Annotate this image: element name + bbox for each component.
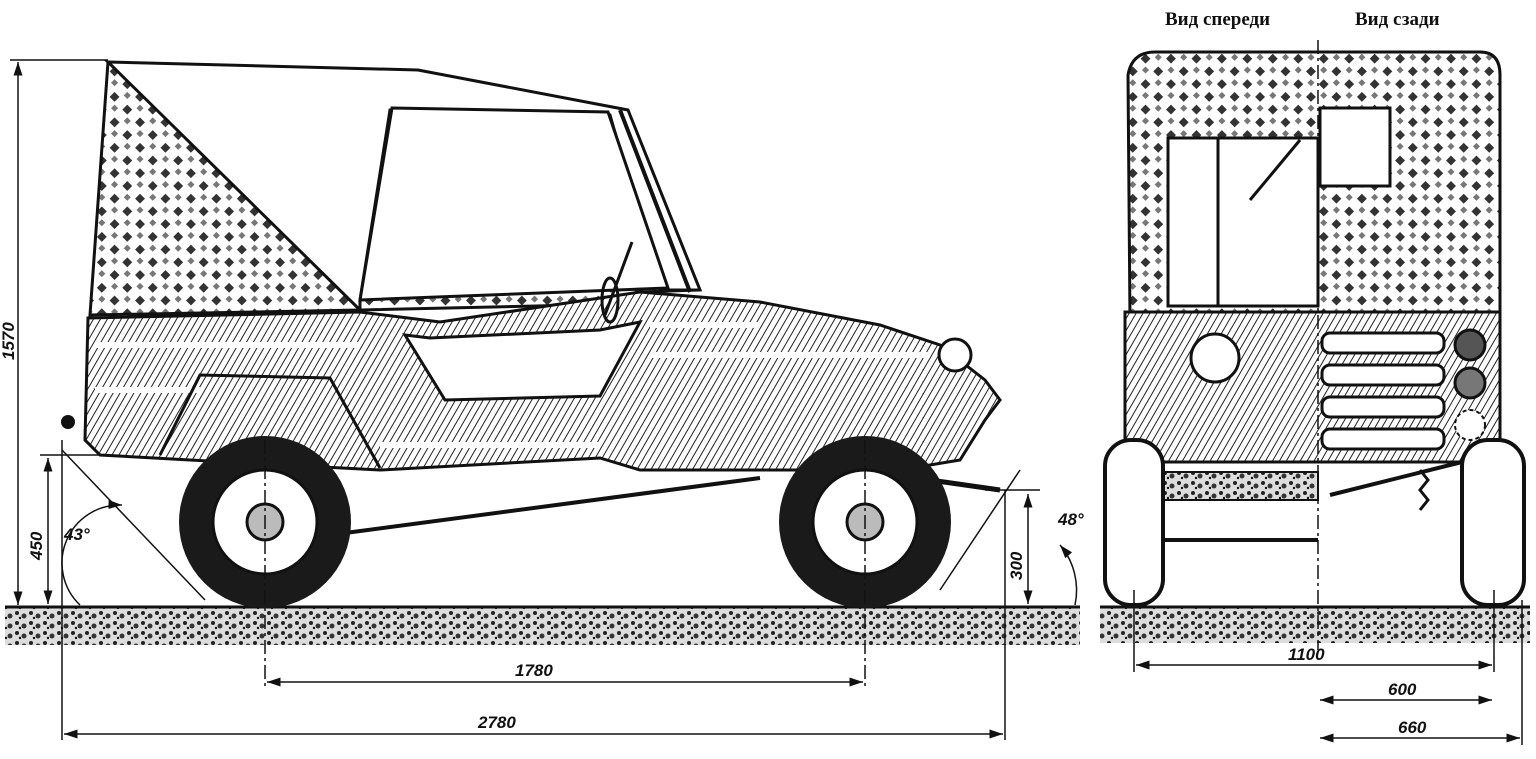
- right-wheel: [1460, 438, 1526, 607]
- left-wheel: [1103, 438, 1165, 607]
- rear-light: [1454, 409, 1486, 441]
- rear-view-label: Вид сзади: [1355, 9, 1440, 30]
- front-view-label: Вид спереди: [1165, 9, 1270, 30]
- dim-rear-angle: 43°: [63, 525, 90, 544]
- ground-front: [1100, 605, 1530, 643]
- dim-overall-height: 1570: [0, 322, 18, 360]
- dim-front-angle: 48°: [1057, 510, 1084, 529]
- dim-wheelbase: 1780: [515, 661, 553, 680]
- rear-light: [1453, 328, 1487, 362]
- ground-side: [5, 605, 1080, 645]
- dim-half-track: 600: [1388, 680, 1417, 699]
- front-headlight: [1189, 332, 1241, 384]
- dim-half-width: 660: [1398, 718, 1427, 737]
- dim-track-width: 1100: [1288, 645, 1325, 664]
- dim-rear-overhang-height: 450: [27, 531, 46, 561]
- headlight: [937, 337, 973, 373]
- dim-front-overhang-height: 300: [1007, 551, 1026, 580]
- dimensions: [10, 59, 1523, 745]
- side-view: [61, 60, 1002, 608]
- dim-overall-length: 2780: [477, 713, 516, 732]
- front-rear-view: [1103, 40, 1526, 650]
- rear-light: [1453, 366, 1487, 400]
